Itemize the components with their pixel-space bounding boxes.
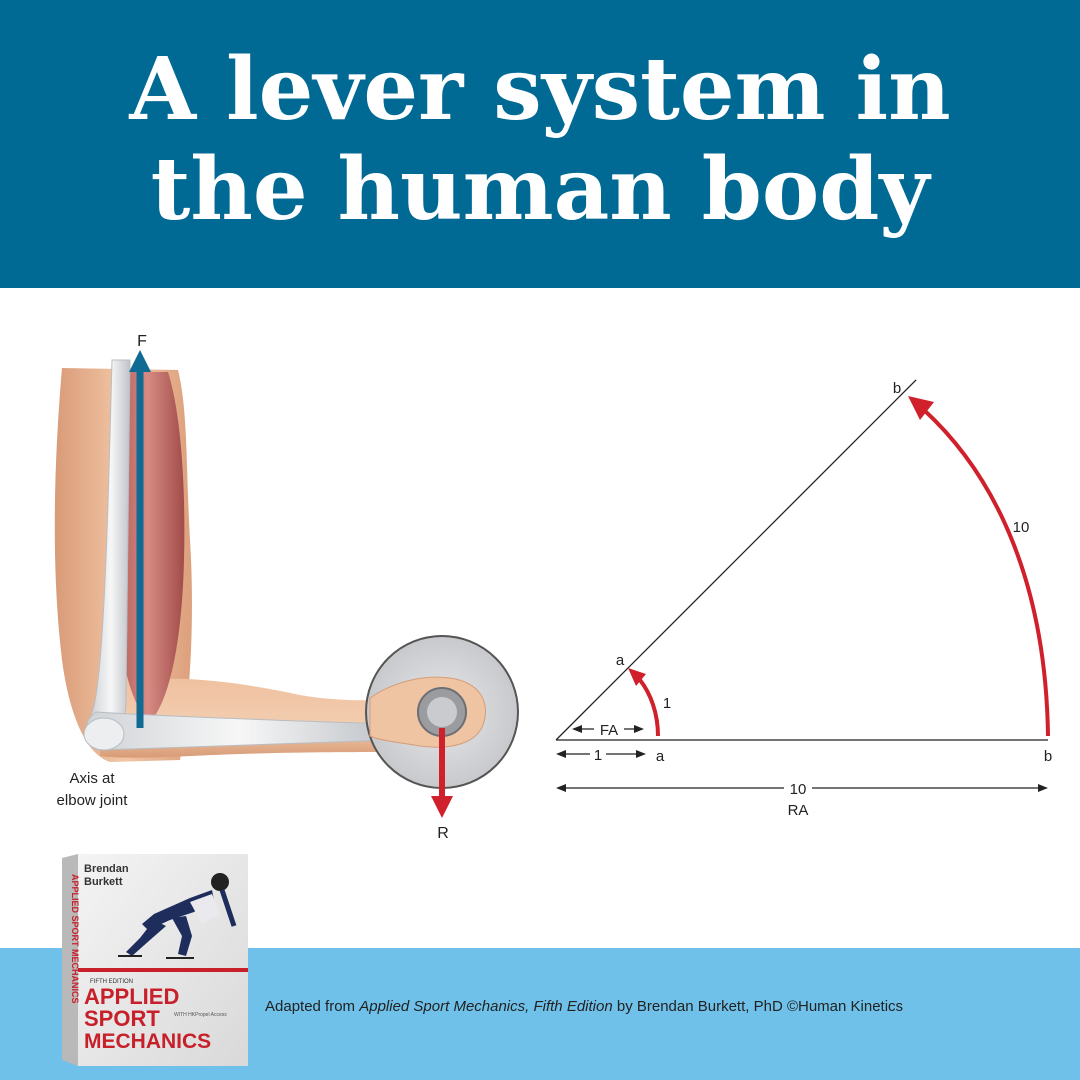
book-spine-text: APPLIED SPORT MECHANICS <box>70 874 80 1004</box>
book-access-note: WITH HKPropel Access <box>174 1012 227 1018</box>
force-arrow <box>129 350 151 728</box>
large-arc <box>922 408 1050 737</box>
book-author-line-1: Brendan <box>84 863 129 875</box>
book-title-line-3: MECHANICS <box>84 1030 211 1053</box>
resistance-label: R <box>437 825 449 842</box>
point-a-upper: a <box>616 652 625 669</box>
ra-label: RA <box>788 802 809 819</box>
point-b-lower: b <box>1044 748 1052 765</box>
page-title: A lever system in the human body <box>0 40 1080 240</box>
axis-label-line-1: Axis at <box>69 770 115 787</box>
arc-small-label: 1 <box>663 695 671 712</box>
credit-prefix: Adapted from <box>265 998 360 1015</box>
title-line-1: A lever system in <box>129 39 951 140</box>
arc-large-label: 10 <box>1013 519 1030 536</box>
book-title-line-2: SPORT <box>84 1006 160 1031</box>
credit-line: Adapted from Applied Sport Mechanics, Fi… <box>265 998 903 1015</box>
diagonal-line <box>555 379 917 741</box>
fa-value: 1 <box>594 747 602 764</box>
fa-label: FA <box>600 722 618 739</box>
point-b-upper: b <box>893 380 901 397</box>
point-a-lower: a <box>656 748 665 765</box>
resistance-arrow <box>431 728 453 818</box>
ra-value: 10 <box>790 781 807 798</box>
large-arc-arrowhead <box>908 396 934 420</box>
credit-book-title: Applied Sport Mechanics, Fifth Edition <box>359 998 613 1015</box>
skater-illustration <box>118 873 237 959</box>
title-line-2: the human body <box>150 139 930 240</box>
small-arc-arrowhead <box>628 668 646 686</box>
book-title-line-1: APPLIED <box>84 984 179 1009</box>
book-spine <box>62 854 78 1066</box>
book-edition: FIFTH EDITION <box>90 979 133 985</box>
book-author-line-2: Burkett <box>84 876 123 888</box>
lever-geometry: FA 1 10 RA a b a b 1 10 <box>555 379 1052 819</box>
book-cover: APPLIED SPORT MECHANICS Brendan Burkett … <box>62 854 248 1066</box>
lever-diagram: F R Axis at elbow joint FA 1 <box>54 333 1052 842</box>
elbow-joint <box>83 717 125 751</box>
axis-label-line-2: elbow joint <box>57 792 129 809</box>
arm-illustration <box>54 359 400 762</box>
title-banner <box>0 0 1080 288</box>
small-arc <box>638 678 660 737</box>
force-label: F <box>137 333 147 350</box>
credit-suffix: by Brendan Burkett, PhD ©Human Kinetics <box>612 998 904 1015</box>
